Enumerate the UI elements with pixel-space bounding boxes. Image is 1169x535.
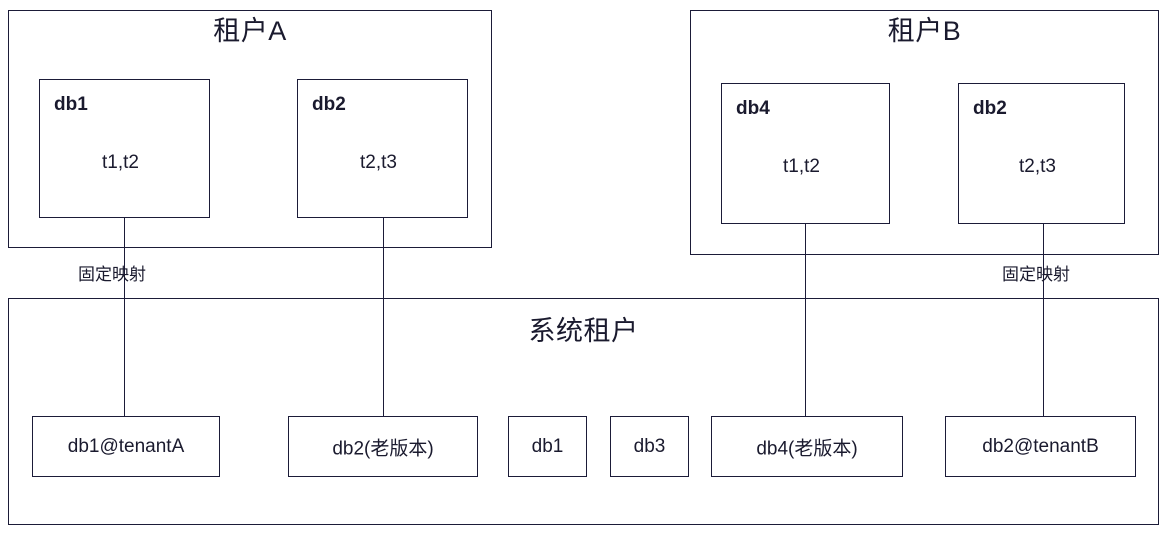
system-item-db1-tenanta[interactable]: db1@tenantA: [32, 416, 220, 477]
tenant-a-db-card-db2[interactable]: db2 t2,t3: [297, 79, 468, 218]
system-item-db4-old[interactable]: db4(老版本): [711, 416, 903, 477]
db-card-name: db1: [54, 94, 88, 115]
db-card-tables: t2,t3: [360, 152, 397, 173]
connector-tenanta-db2-to-db2old: [383, 218, 384, 416]
tenant-b-container[interactable]: [690, 10, 1159, 255]
system-tenant-container[interactable]: [8, 298, 1159, 525]
tenant-a-container[interactable]: [8, 10, 492, 248]
system-item-label: db2@tenantB: [982, 435, 1099, 457]
edge-label-fixed-mapping-right: 固定映射: [1002, 265, 1070, 284]
system-item-db1[interactable]: db1: [508, 416, 587, 477]
db-card-tables: t1,t2: [783, 156, 820, 177]
db-card-tables: t2,t3: [1019, 156, 1056, 177]
edge-label-fixed-mapping-left: 固定映射: [78, 265, 146, 284]
tenant-b-title: 租户B: [887, 16, 962, 46]
system-item-db3[interactable]: db3: [610, 416, 689, 477]
system-item-db2-tenantb[interactable]: db2@tenantB: [945, 416, 1136, 477]
system-item-label: db1@tenantA: [67, 435, 185, 457]
system-tenant-title: 系统租户: [528, 316, 639, 346]
system-item-label: db4(老版本): [756, 438, 858, 459]
db-card-tables: t1,t2: [102, 152, 139, 173]
system-item-label: db1: [531, 435, 564, 457]
connector-tenantb-db4-to-db4old: [805, 224, 806, 416]
tenant-b-db-card-db4[interactable]: db4 t1,t2: [721, 83, 890, 224]
db-card-name: db2: [973, 98, 1007, 119]
system-item-db2-old[interactable]: db2(老版本): [288, 416, 478, 477]
tenant-a-db-card-db1[interactable]: db1 t1,t2: [39, 79, 210, 218]
db-card-name: db4: [736, 98, 770, 119]
connector-tenantb-db2-to-db2tenantb: [1043, 224, 1044, 416]
db-card-name: db2: [312, 94, 346, 115]
system-item-label: db3: [633, 435, 666, 457]
tenant-a-title: 租户A: [213, 16, 287, 46]
tenant-b-db-card-db2[interactable]: db2 t2,t3: [958, 83, 1125, 224]
connector-tenanta-db1-to-db1tenanta: [124, 218, 125, 416]
system-item-label: db2(老版本): [332, 438, 434, 459]
